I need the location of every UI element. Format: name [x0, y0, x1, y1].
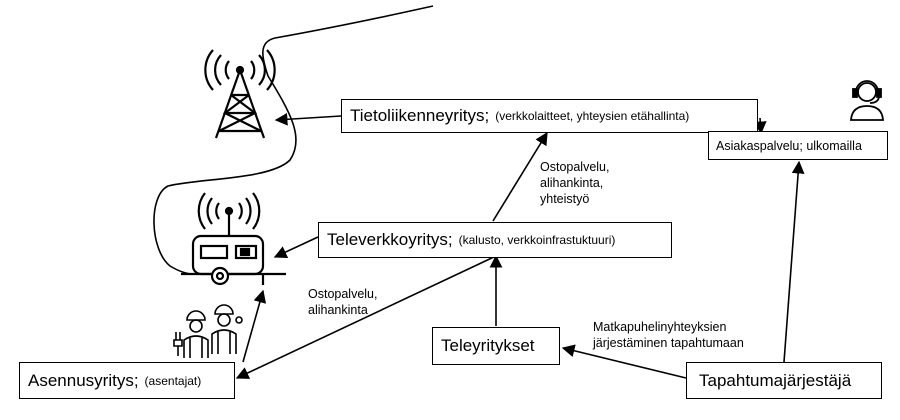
arrow-tapahtuma-to-teleyritykset: [561, 344, 687, 379]
node-detail: (asentajat): [144, 373, 202, 388]
installer-workers-icon: [173, 304, 243, 358]
edge-label-ostopalvelu-alihankinta-yhteistyo: Ostopalvelu, alihankinta, yhteistyö: [540, 160, 610, 206]
node-title: Asiakaspalvelu; ulkomailla: [716, 138, 862, 153]
arrow-tietoliikenne-to-tower: [274, 112, 342, 126]
arrow-asiakaspalvelu-to-tietoliikenne: [753, 117, 767, 135]
node-asennusyritys[interactable]: Asennusyritys; (asentajat): [19, 362, 235, 399]
arrow-televerkko-to-asennus: [235, 255, 497, 379]
node-detail: (verkkolaitteet, yhteysien etähallinta): [495, 109, 690, 123]
node-title: Tapahtumajärjestäjä: [699, 370, 852, 390]
edge-label-ostopalvelu-alihankinta: Ostopalvelu, alihankinta: [308, 287, 378, 317]
mobile-trailer-icon: [181, 192, 286, 286]
cable-line: [153, 5, 434, 275]
cell-tower-icon: [204, 49, 276, 139]
node-televerkkoyritys[interactable]: Televerkkoyritys; (kalusto, verkkoinfras…: [318, 222, 672, 258]
arrow-televerkko-to-trailer: [273, 236, 319, 258]
customer-service-agent-icon: [850, 80, 884, 121]
node-tietoliikenneyritys[interactable]: Tietoliikenneyritys; (verkkolaitteet, yh…: [341, 99, 758, 133]
node-teleyritykset[interactable]: Teleyritykset: [432, 327, 560, 365]
node-detail: (kalusto, verkkoinfrastuktuuri): [458, 233, 616, 247]
arrow-tapahtuma-to-asiakaspalvelu: [783, 160, 805, 363]
edge-label-matkapuhelinyhteyksien: Matkapuhelinyhteyksien järjestäminen tap…: [593, 320, 744, 350]
arrow-televerkko-to-tietoliikenne: [492, 131, 548, 222]
node-title: Asennusyritys;: [28, 370, 139, 390]
node-tapahtumajarjestaja[interactable]: Tapahtumajärjestäjä: [686, 362, 882, 399]
node-title: Tietoliikenneyritys;: [350, 106, 490, 125]
node-title: Teleyritykset: [441, 336, 535, 355]
arrow-asennus-to-trailer: [242, 289, 267, 363]
node-title: Televerkkoyritys;: [327, 230, 453, 249]
node-asiakaspalvelu[interactable]: Asiakaspalvelu; ulkomailla: [708, 131, 888, 160]
